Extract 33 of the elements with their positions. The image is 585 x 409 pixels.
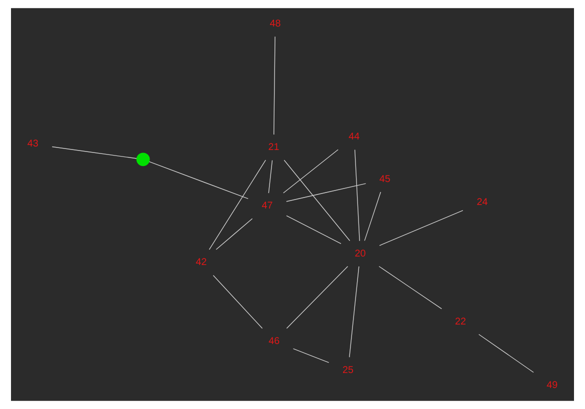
node-text: 46: [268, 336, 280, 347]
node-text: 22: [455, 316, 466, 328]
node-text: 44: [348, 131, 360, 142]
connector: [286, 215, 342, 244]
connector: [284, 160, 350, 242]
connector: [378, 266, 442, 310]
node-text: 24: [476, 196, 488, 208]
node-text: 47: [262, 200, 273, 212]
connector: [478, 334, 534, 373]
connector: [286, 183, 366, 202]
node-text: 48: [270, 18, 281, 30]
connector: [208, 160, 266, 250]
connector: [212, 274, 263, 329]
node-text: 42: [196, 256, 207, 268]
node-text: 21: [268, 142, 280, 153]
connector: [268, 160, 273, 194]
connector: [292, 348, 330, 363]
node-text: 49: [546, 380, 558, 391]
connector: [364, 192, 382, 242]
connector: [286, 266, 348, 329]
connector: [148, 161, 248, 200]
node-text: 20: [354, 248, 366, 260]
connector: [216, 218, 253, 250]
connector: [283, 149, 338, 194]
connector: [52, 146, 137, 159]
connector: [379, 210, 464, 246]
node-text: 45: [379, 174, 390, 185]
node-text: 25: [342, 364, 354, 376]
connector: [349, 266, 360, 358]
connector: [274, 36, 276, 135]
connector: [354, 149, 360, 242]
node-circle: [136, 152, 150, 166]
node-text: 43: [27, 138, 38, 150]
